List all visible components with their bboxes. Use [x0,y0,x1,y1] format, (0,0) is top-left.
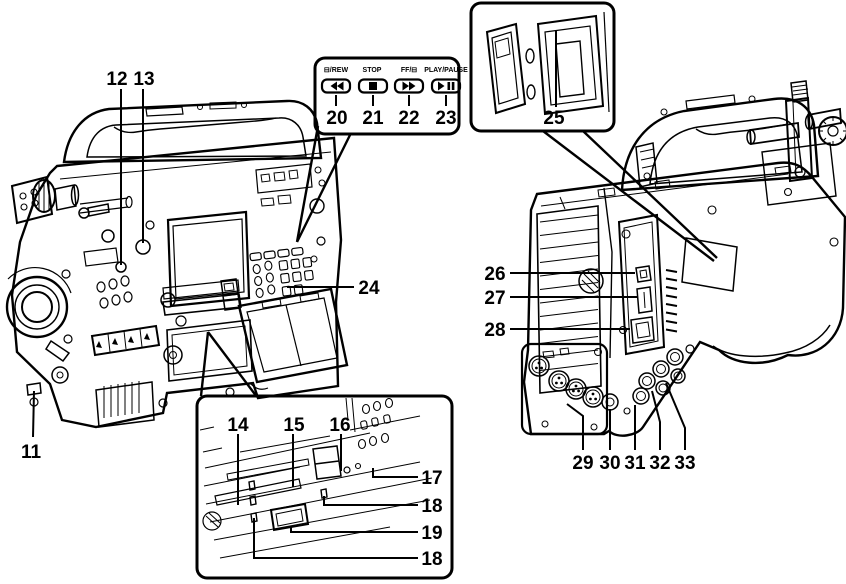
xlr-connector [582,386,604,408]
callout-31-label: 31 [624,453,646,474]
card-slot-inset-panel: 25 [469,1,616,133]
callout-27-label: 27 [484,288,505,309]
callout-18b-label: 18 [421,549,442,570]
play-pause-label: PLAY/PAUSE [424,67,468,74]
callout-20-label: 20 [326,108,347,129]
play-pause-icon [438,81,445,91]
callout-11-line [32,390,35,438]
bnc-connector-cluster [601,344,695,415]
rewind-label: ⊟/REW [324,67,349,74]
card-slot-inset-pointer [542,130,718,262]
callout-28-label: 28 [484,320,505,341]
callout-32-label: 32 [649,453,670,474]
callout-23-label: 23 [435,108,456,129]
right-body-panel-lines [540,165,839,359]
xlr-connector [528,355,550,377]
shoulder-pad [712,324,831,358]
transport-inset-pointer [295,125,353,243]
callout-19-line [290,526,418,533]
play-pause-button-drawing [430,78,462,94]
card-slot-area [162,278,253,382]
transport-inset-panel: ⊟/REW 20 STOP 21 FF/⊟ 22 PLAY/PAUSE 23 [313,56,468,136]
callout-19-label: 19 [421,523,442,544]
rewind-icon [330,81,344,91]
callout-26-label: 26 [484,264,505,285]
square-jack-connector [630,316,655,344]
callout-15-label: 15 [283,415,305,436]
left-camera-callouts: 11 12 13 24 [21,69,380,463]
side-panel-switch-row [255,163,326,263]
callout-12-label: 12 [106,69,127,90]
callout-18-line [323,496,418,506]
viewfinder-mount-rods [746,80,846,206]
open-slot-door [237,287,349,390]
left-camera-illustration [5,99,349,429]
callout-17-label: 17 [421,468,442,489]
callout-24-label: 24 [358,278,380,299]
battery-mount-plate [536,205,604,394]
body-top-edge-line [59,151,332,180]
right-camera-callouts: 26 27 28 29 30 31 32 33 [484,264,695,474]
lcd-panel [166,210,251,308]
callout-17-line [372,468,418,478]
usb-connector [635,265,652,283]
callout-29-label: 29 [572,453,593,474]
viewfinder-mount-assembly [10,175,133,225]
lens-mount [5,267,73,363]
callout-22-label: 22 [398,108,419,129]
rewind-button-drawing [320,78,352,94]
callout-33-label: 33 [674,453,695,474]
callout-18b-line [253,518,418,559]
side-panel-detail-inset: 14 15 16 17 18 19 18 [195,394,454,580]
fast-forward-label: FF/⊟ [401,67,417,74]
side-door-panel [681,237,738,292]
callout-33-line [665,382,686,450]
callout-25-label: 25 [543,108,565,129]
callout-14-label: 14 [227,415,249,436]
callout-18-label: 18 [421,496,442,517]
audio-xlr-pod [520,342,609,436]
card-slot-connector [636,286,653,314]
fast-forward-icon [402,81,416,91]
callout-11-target-connector [26,382,42,396]
callout-21-label: 21 [362,108,384,129]
detail-switch-button [269,502,310,532]
open-card-door-drawing [485,11,610,116]
stop-button-drawing [357,78,389,94]
callout-29-line [566,403,584,450]
callout-30-label: 30 [599,453,620,474]
stop-label: STOP [363,67,382,74]
callout-11-label: 11 [21,442,42,463]
left-camera-body [10,136,343,429]
side-button-grid [249,246,314,298]
fast-forward-button-drawing [393,78,425,94]
detail-inset-pointer [199,331,258,398]
right-camera-body [522,161,846,437]
rear-connector-strip [617,213,666,356]
detail-inset-drawing [200,398,433,559]
callout-32-line [651,390,661,450]
right-camera-illustration [520,80,846,437]
callout-13-label: 13 [133,69,154,90]
stop-icon [369,82,377,90]
callout-16-label: 16 [329,415,350,436]
